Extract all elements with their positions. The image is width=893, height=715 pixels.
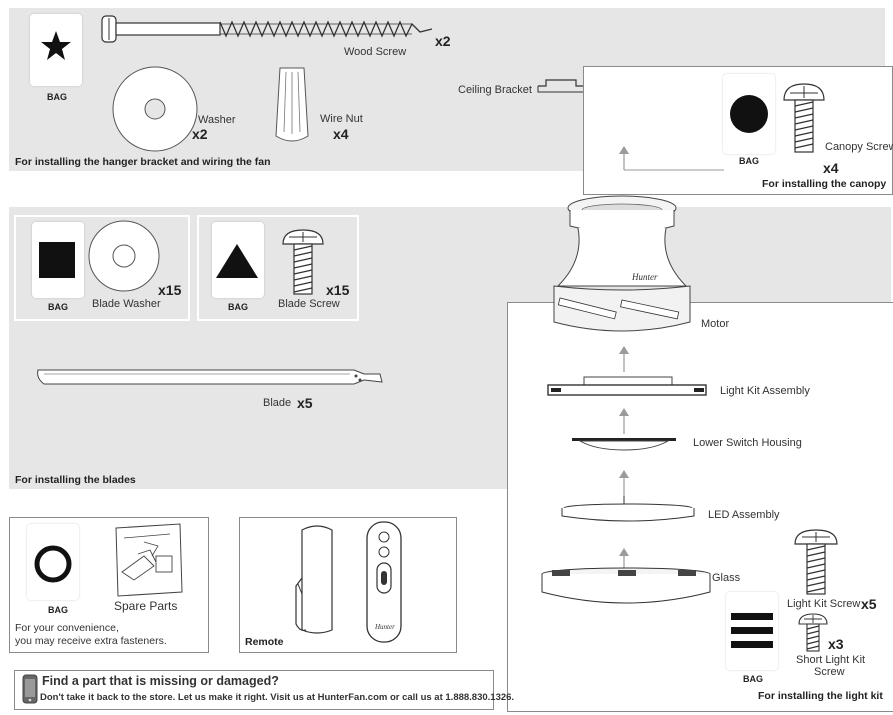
wood-screw-label: Wood Screw [344, 46, 407, 58]
canopy-caption: For installing the canopy [762, 178, 887, 190]
blade-screw-bag-label: BAG [228, 302, 248, 312]
square-icon [39, 242, 75, 278]
hanger-caption: For installing the hanger bracket and wi… [15, 156, 271, 168]
help-body: Don't take it back to the store. Let us … [40, 692, 515, 703]
glass-image [541, 567, 711, 604]
canopy-screw-image [783, 83, 825, 153]
light-kit-section [507, 302, 893, 712]
light-kit-caption: For installing the light kit [758, 690, 883, 702]
spare-note-line2: you may receive extra fasteners. [15, 635, 167, 647]
light-kit-assembly-label: Light Kit Assembly [720, 385, 810, 397]
short-light-kit-screw-image [798, 613, 828, 652]
circle-icon [730, 95, 768, 133]
lower-switch-housing-label: Lower Switch Housing [693, 437, 802, 449]
blade-screw-box [197, 215, 359, 321]
arrow-up-icon [619, 408, 629, 434]
wood-screw-qty: x2 [435, 33, 451, 49]
short-light-kit-screw-qty: x3 [828, 636, 844, 652]
remote-caption: Remote [245, 636, 284, 648]
washer-image [112, 66, 198, 152]
remote-holder-image [295, 525, 333, 634]
blade-image [37, 369, 383, 385]
spare-bag-label: BAG [48, 605, 68, 615]
washer-qty: x2 [192, 126, 208, 142]
spare-parts-label: Spare Parts [114, 599, 178, 613]
canopy-screw-label: Canopy Screw [825, 141, 893, 153]
blade-washer-qty: x15 [158, 282, 182, 298]
arrow-up-icon [619, 146, 724, 171]
ring-icon [34, 545, 72, 583]
blade-screw-image [282, 229, 324, 295]
light-kit-screw-qty: x5 [861, 596, 877, 612]
arrow-up-icon [619, 346, 629, 372]
remote-control-image: Hunter [366, 521, 402, 643]
hanger-bag-label: BAG [47, 92, 67, 102]
blade-washer-box [14, 215, 190, 321]
wire-nut-label: Wire Nut [320, 113, 363, 125]
remote-brand-script: Hunter [374, 623, 395, 631]
led-assembly-image [561, 496, 695, 522]
wire-nut-image [275, 67, 309, 142]
svg-text:Hunter: Hunter [631, 272, 658, 282]
short-light-kit-screw-label-line1: Short Light Kit [796, 654, 866, 666]
blade-screw-label: Blade Screw [278, 298, 340, 310]
help-title: Find a part that is missing or damaged? [42, 674, 279, 688]
light-kit-screw-image [794, 529, 838, 595]
motor-image: Hunter [553, 195, 691, 332]
triangle-icon [216, 244, 258, 278]
led-assembly-label: LED Assembly [708, 509, 780, 521]
light-kit-screw-label: Light Kit Screw [787, 598, 861, 610]
blade-qty: x5 [297, 395, 313, 411]
blades-caption: For installing the blades [15, 474, 136, 486]
star-icon [41, 31, 71, 60]
lower-switch-housing-image [572, 438, 676, 451]
wire-nut-qty: x4 [333, 126, 349, 142]
blade-washer-bag-label: BAG [48, 302, 68, 312]
arrow-up-icon [619, 470, 629, 496]
blade-washer-image [88, 220, 160, 292]
three-bars-icon [731, 613, 773, 648]
motor-label: Motor [701, 318, 730, 330]
phone-icon [22, 674, 38, 704]
help-box [14, 670, 494, 710]
spare-parts-image [115, 523, 183, 597]
spare-note-line1: For your convenience, [15, 622, 119, 634]
canopy-screw-qty: x4 [823, 160, 839, 176]
canopy-bag-label: BAG [739, 156, 759, 166]
short-light-kit-screw-label-line2: Screw [814, 666, 845, 678]
blade-washer-label: Blade Washer [92, 298, 161, 310]
blade-label: Blade [263, 397, 292, 409]
wood-screw-image [101, 15, 433, 43]
ceiling-bracket-label: Ceiling Bracket [458, 84, 532, 96]
blade-screw-qty: x15 [326, 282, 350, 298]
arrow-up-icon [619, 548, 629, 570]
light-kit-bag-label: BAG [743, 674, 763, 684]
glass-label: Glass [712, 572, 741, 584]
washer-label: Washer [198, 114, 236, 126]
remote-section [239, 517, 457, 653]
light-kit-assembly-image [547, 376, 707, 396]
